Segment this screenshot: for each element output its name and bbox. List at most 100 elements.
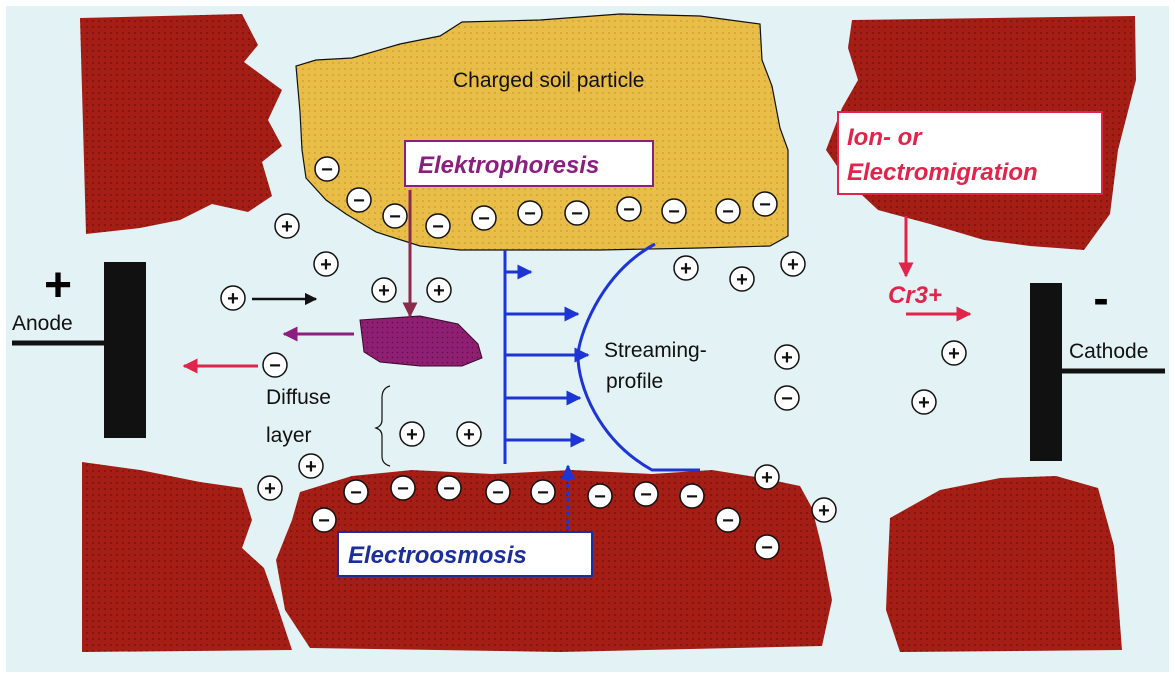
negative-charge: − xyxy=(716,508,740,532)
negative-charge: − xyxy=(662,199,686,223)
anode-label: Anode xyxy=(12,312,73,335)
positive-charge: + xyxy=(812,498,836,522)
streaming-profile-label-line2: profile xyxy=(606,370,663,393)
ion-migration-box: Ion- or Electromigration xyxy=(838,112,1102,194)
positive-charge: + xyxy=(674,256,698,280)
negative-charge: − xyxy=(617,197,641,221)
positive-charge: + xyxy=(942,341,966,365)
svg-text:−: − xyxy=(668,201,680,223)
negative-charge: − xyxy=(680,484,704,508)
negative-charge: − xyxy=(263,353,287,377)
negative-charge: − xyxy=(383,204,407,228)
ion-migration-label-line2: Electromigration xyxy=(847,159,1038,186)
svg-text:+: + xyxy=(918,392,930,414)
svg-text:+: + xyxy=(433,280,445,302)
cr3-label: Cr3+ xyxy=(888,282,942,309)
negative-charge: − xyxy=(588,484,612,508)
svg-text:−: − xyxy=(269,355,281,377)
svg-text:+: + xyxy=(781,347,793,369)
negative-charge: − xyxy=(634,482,658,506)
cathode-sign: - xyxy=(1093,272,1108,324)
elektrophoresis-label: Elektrophoresis xyxy=(418,152,599,179)
svg-text:−: − xyxy=(623,199,635,221)
negative-charge: − xyxy=(775,386,799,410)
svg-text:−: − xyxy=(492,482,504,504)
negative-charge: − xyxy=(753,192,777,216)
svg-text:−: − xyxy=(759,194,771,216)
svg-text:+: + xyxy=(787,254,799,276)
negative-charge: − xyxy=(755,535,779,559)
svg-text:+: + xyxy=(948,343,960,365)
svg-text:+: + xyxy=(227,288,239,310)
svg-text:−: − xyxy=(537,482,549,504)
svg-text:−: − xyxy=(353,190,365,212)
positive-charge: + xyxy=(314,252,338,276)
positive-charge: + xyxy=(372,278,396,302)
charged-soil-particle-label: Charged soil particle xyxy=(453,69,644,92)
positive-charge: + xyxy=(912,390,936,414)
svg-text:−: − xyxy=(397,478,409,500)
svg-text:−: − xyxy=(318,510,330,532)
svg-text:+: + xyxy=(320,254,332,276)
electroosmosis-box: Electroosmosis xyxy=(338,532,592,576)
svg-text:+: + xyxy=(761,467,773,489)
negative-charge: − xyxy=(347,188,371,212)
positive-charge: + xyxy=(275,214,299,238)
negative-charge: − xyxy=(312,508,336,532)
svg-text:−: − xyxy=(571,203,583,225)
svg-text:−: − xyxy=(761,537,773,559)
anode-electrode xyxy=(104,262,146,438)
diffuse-layer-label-line1: Diffuse xyxy=(266,386,331,409)
negative-charge: − xyxy=(716,199,740,223)
ion-migration-label-line1: Ion- or xyxy=(847,124,923,151)
cathode-electrode xyxy=(1030,283,1062,461)
svg-text:−: − xyxy=(321,159,333,181)
svg-text:−: − xyxy=(478,208,490,230)
negative-charge: − xyxy=(518,201,542,225)
positive-charge: + xyxy=(730,267,754,291)
svg-text:+: + xyxy=(264,478,276,500)
svg-text:+: + xyxy=(680,258,692,280)
negative-charge: − xyxy=(437,476,461,500)
svg-text:−: − xyxy=(640,484,652,506)
positive-charge: + xyxy=(299,454,323,478)
negative-charge: − xyxy=(391,476,415,500)
svg-text:+: + xyxy=(305,456,317,478)
streaming-profile-label-line1: Streaming- xyxy=(604,339,707,362)
anode-sign: + xyxy=(44,259,72,312)
svg-text:+: + xyxy=(281,216,293,238)
svg-text:+: + xyxy=(378,280,390,302)
positive-charge: + xyxy=(400,422,424,446)
positive-charge: + xyxy=(781,252,805,276)
svg-text:+: + xyxy=(406,424,418,446)
diffuse-layer-label-line2: layer xyxy=(266,424,312,447)
negative-charge: − xyxy=(426,214,450,238)
svg-text:−: − xyxy=(722,510,734,532)
svg-text:+: + xyxy=(463,424,475,446)
negative-charge: − xyxy=(472,206,496,230)
svg-text:−: − xyxy=(686,486,698,508)
positive-charge: + xyxy=(221,286,245,310)
positive-charge: + xyxy=(755,465,779,489)
positive-charge: + xyxy=(427,278,451,302)
svg-text:+: + xyxy=(818,500,830,522)
negative-charge: − xyxy=(344,480,368,504)
negative-charge: − xyxy=(531,480,555,504)
soil-grain-top-left xyxy=(80,14,282,234)
svg-text:−: − xyxy=(350,482,362,504)
negative-charge: − xyxy=(315,157,339,181)
positive-charge: + xyxy=(457,422,481,446)
svg-text:−: − xyxy=(524,203,536,225)
electroosmosis-label: Electroosmosis xyxy=(348,542,527,569)
svg-text:−: − xyxy=(722,201,734,223)
svg-text:+: + xyxy=(736,269,748,291)
cathode-label: Cathode xyxy=(1069,340,1148,363)
svg-text:−: − xyxy=(443,478,455,500)
elektrophoresis-box: Elektrophoresis xyxy=(405,141,653,186)
positive-charge: + xyxy=(258,476,282,500)
negative-charge: − xyxy=(486,480,510,504)
soil-grain-bottom-right xyxy=(886,476,1122,652)
svg-text:−: − xyxy=(594,486,606,508)
